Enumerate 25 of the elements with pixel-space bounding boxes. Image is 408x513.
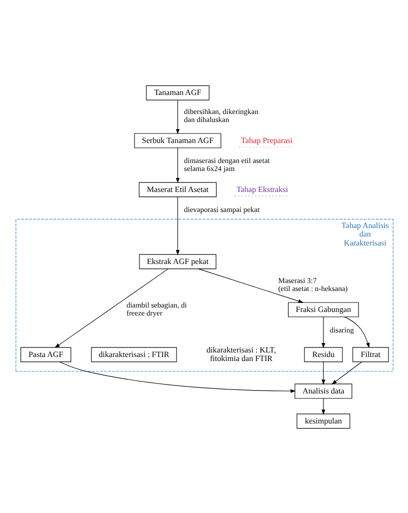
label: Tahap Preparasi bbox=[240, 136, 292, 145]
node-box: Maserat Etil Asetat bbox=[138, 182, 216, 197]
arrow bbox=[331, 361, 362, 384]
node-box: Filtrat bbox=[352, 346, 388, 362]
arrow bbox=[321, 361, 325, 384]
arrow bbox=[321, 398, 325, 414]
node-box: Ekstrak AGF pekat bbox=[138, 254, 216, 269]
arrow bbox=[198, 268, 304, 302]
node-box: Residu bbox=[304, 346, 342, 362]
label: Tahap Ekstraksi bbox=[236, 184, 288, 194]
arrow bbox=[344, 316, 370, 348]
label: dikarakterisasi : KLT, fitokimia dan FTIR bbox=[206, 344, 276, 363]
node-box: Pasta AGF bbox=[20, 346, 71, 362]
node-box: Serbuk Tanaman AGF bbox=[134, 132, 221, 148]
arrow bbox=[321, 316, 325, 348]
arrow bbox=[175, 147, 180, 183]
node-box: dikarakterisasi : FTIR bbox=[90, 346, 176, 362]
node-box: Fraksi Gabungan bbox=[288, 302, 358, 317]
node-box: Tanaman AGF bbox=[146, 84, 209, 100]
arrow bbox=[54, 268, 168, 348]
arrow bbox=[175, 99, 180, 134]
arrow bbox=[58, 361, 296, 392]
node-box: kesimpulan bbox=[296, 413, 350, 428]
arrow bbox=[175, 196, 180, 255]
node-box: Analisis data bbox=[294, 383, 352, 398]
